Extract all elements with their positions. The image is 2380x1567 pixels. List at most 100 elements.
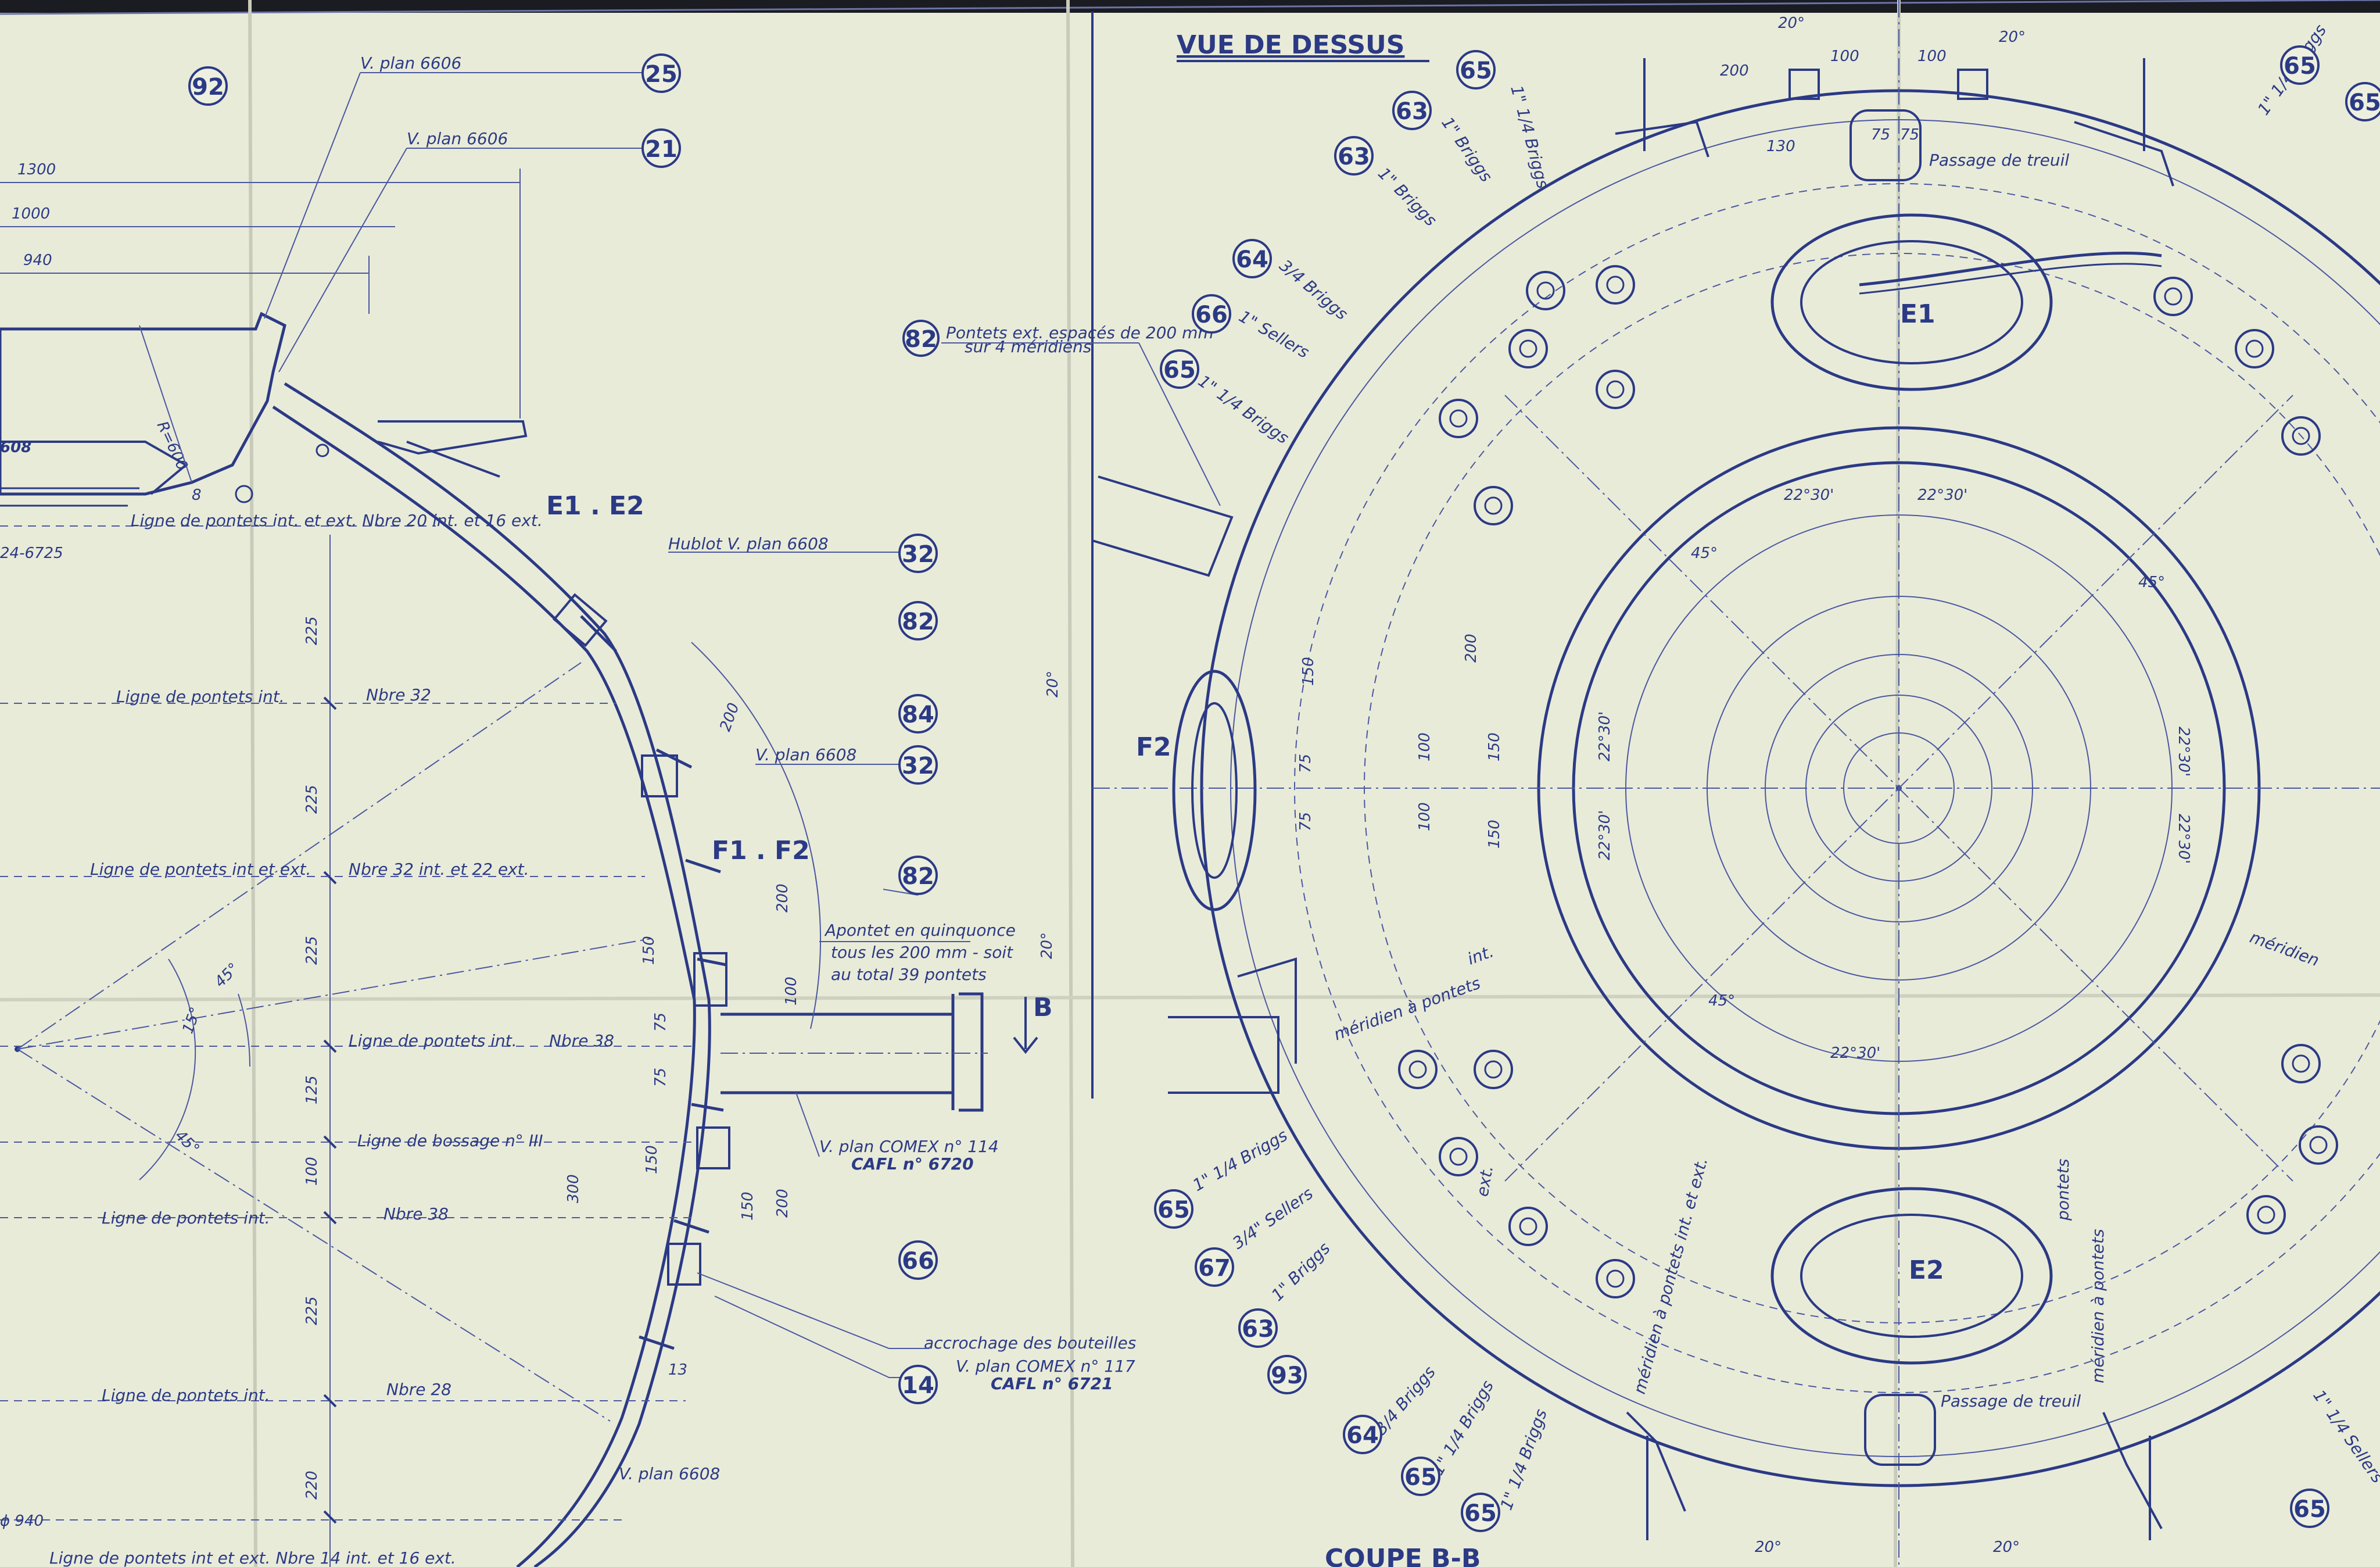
comex-117-b: V. plan COMEX n° 117 (956, 1357, 1135, 1376)
stub-pipe-left-bottom (1168, 1016, 1279, 1094)
hatch-e1-inner (1800, 240, 2023, 364)
angle-2230-a: 22°30' (1784, 486, 1834, 504)
svg-text:66: 66 (1195, 302, 1228, 328)
svg-text:64: 64 (1236, 246, 1268, 273)
fold-line-1 (248, 0, 257, 1567)
label-e1: E1 (1900, 299, 1935, 329)
svg-text:65: 65 (2293, 1496, 2326, 1523)
plan-6608-a: V. plan 6608 (755, 745, 856, 764)
svg-text:82: 82 (902, 863, 934, 890)
pontet-note-2: tous les 200 mm - soit (831, 943, 1013, 962)
hatch-e2-inner (1800, 1214, 2023, 1338)
angle-20-bottom-b: 20° (1993, 1539, 2020, 1556)
label-pontets: pontets (2053, 1159, 2073, 1221)
svg-text:25: 25 (645, 61, 678, 88)
ref-bubble-top-65-c: 65 (2280, 45, 2320, 85)
dim-75-b: 75 (1900, 126, 1919, 144)
comex-114-a: V. plan COMEX n° 114 (819, 1137, 999, 1156)
dim-8: 8 (192, 486, 202, 504)
fold-line-2 (1066, 0, 1074, 1567)
note-line-4: Ligne de pontets int. (349, 1031, 517, 1050)
ref-bubble-84: 84 (898, 694, 938, 734)
hull-outer (284, 382, 711, 1567)
passage-label-top: Passage de treuil (1929, 151, 2069, 170)
vdim-3: 225 (303, 936, 321, 965)
dim-1000: 1000 (12, 205, 50, 223)
ref-bubble-32-b: 32 (898, 745, 938, 785)
note-line-2b: Nbre 32 (366, 685, 431, 704)
dim-arc-20 (691, 642, 822, 1029)
label-e2: E2 (1909, 1255, 1944, 1285)
sdim-75a: 75 (652, 1013, 669, 1032)
note-line-7b: Nbre 28 (386, 1380, 451, 1399)
sdim-75b: 75 (652, 1068, 669, 1087)
bent-pipe-inner (1859, 263, 2162, 295)
angle-45-r-b: 45° (1708, 992, 1735, 1010)
svg-text:67: 67 (1198, 1255, 1231, 1282)
note-line-1: Ligne de pontets int. et ext. Nbre 20 in… (131, 511, 543, 530)
fittings (1398, 265, 2338, 1298)
sdim-150c: 150 (739, 1192, 757, 1221)
svg-text:32: 32 (902, 541, 934, 568)
dim-200-top: 200 (1720, 62, 1749, 80)
dim-75-a: 75 (1871, 126, 1890, 144)
ref-bubble-bottom-67: 67 (1195, 1247, 1234, 1287)
dim-100-mid-a: 100 (1416, 732, 1433, 761)
sdim-150a: 150 (640, 936, 658, 965)
angle-arc-1 (238, 993, 251, 1067)
angle-45-r-c: 45° (2138, 574, 2165, 591)
svg-text:65: 65 (1163, 357, 1196, 384)
winch-passage-bottom (1864, 1394, 1936, 1466)
angle-2230-c: 22°30' (1596, 711, 1614, 761)
section-title: COUPE B-B (1325, 1544, 1481, 1567)
angle-2230-b: 22°30' (1917, 486, 1967, 504)
svg-text:82: 82 (902, 609, 934, 635)
svg-text:63: 63 (1242, 1316, 1274, 1343)
hublot-label: Hublot V. plan 6608 (668, 534, 829, 553)
ray-3 (17, 1049, 611, 1422)
ref-bubble-bottom-65-a: 65 (1154, 1189, 1193, 1229)
sdim-100: 100 (783, 976, 800, 1006)
angle-2230-g: 22°30' (2175, 814, 2192, 864)
angle-45-r-a: 45° (1691, 545, 1718, 562)
dim-130-top: 130 (1766, 138, 1795, 155)
radius-leader (139, 325, 192, 483)
ref-bubble-bottom-93: 93 (1267, 1355, 1307, 1394)
ref-bubble-top-63-a: 63 (1392, 91, 1432, 130)
stiffener-1 (553, 593, 608, 647)
angle-arc-2 (139, 958, 196, 1180)
dim-100-top-a: 100 (1830, 48, 1859, 65)
stiffener-4 (696, 1126, 730, 1169)
dim-100-top-b: 100 (1917, 48, 1947, 65)
svg-text:64: 64 (1346, 1422, 1379, 1449)
vdim-7: 220 (303, 1471, 321, 1500)
vdim-2: 225 (303, 785, 321, 814)
section-arrow (1013, 997, 1038, 1054)
ref-bubble-bottom-65-c: 65 (1461, 1493, 1500, 1532)
ref-bubble-66-left: 66 (898, 1240, 938, 1280)
angle-2230-e: 22°30' (1830, 1044, 1880, 1062)
svg-text:63: 63 (1396, 98, 1428, 125)
comex-117-a: accrochage des bouteilles (924, 1333, 1136, 1353)
note-line-3: Ligne de pontets int et ext. (90, 860, 311, 879)
svg-text:65: 65 (2349, 90, 2380, 116)
plan-6606-a: V. plan 6606 (360, 53, 461, 73)
hublot-nozzle (721, 992, 984, 1112)
ref-bubble-top-64: 64 (1232, 239, 1272, 278)
note-line-6b: Nbre 38 (383, 1204, 449, 1223)
angle-20-top-b: 20° (1999, 28, 2026, 46)
top-block-2 (1957, 69, 1988, 100)
top-border (0, 0, 2380, 15)
sdim-13: 13 (668, 1361, 687, 1379)
leader-comex-117 (697, 1272, 930, 1349)
ref-bubble-82-a: 82 (898, 601, 938, 641)
guard-rail (377, 420, 528, 455)
svg-text:21: 21 (645, 136, 678, 163)
ray-2 (17, 662, 582, 1050)
svg-text:65: 65 (1460, 58, 1492, 84)
svg-text:66: 66 (902, 1248, 934, 1275)
stiffener-3 (693, 952, 727, 1007)
pontets-note-2: sur 4 méridiens (965, 337, 1091, 356)
view-title: VUE DE DESSUS (1177, 30, 1404, 60)
svg-text:65: 65 (1464, 1500, 1497, 1527)
